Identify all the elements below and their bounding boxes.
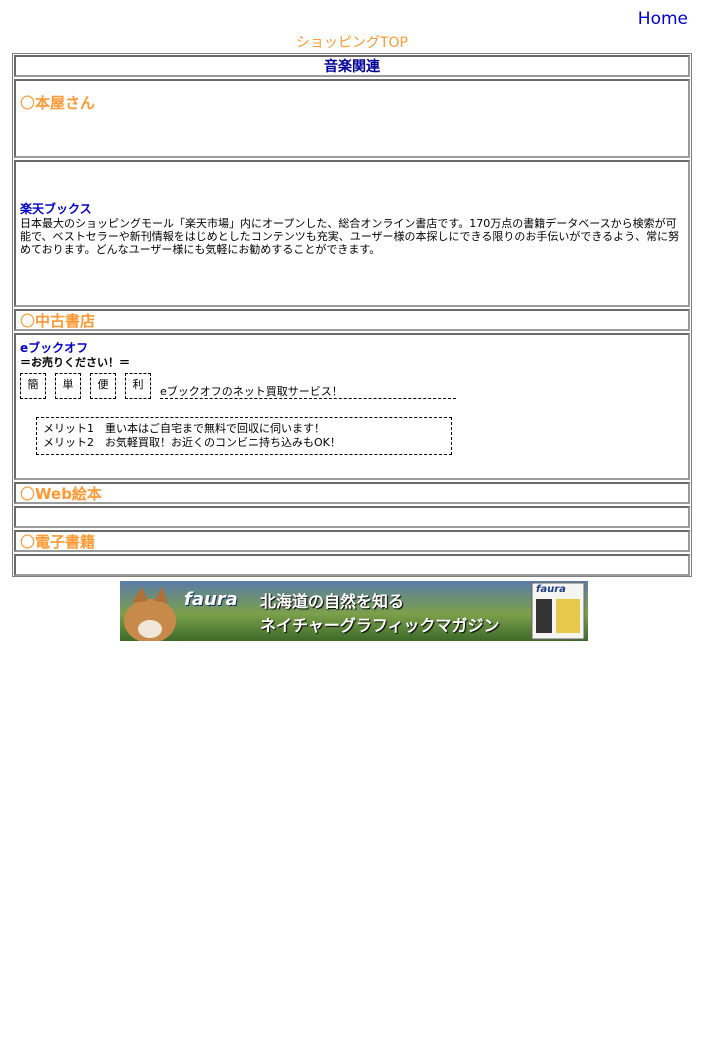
feature-box-convenient: 便 xyxy=(90,373,116,399)
home-link[interactable]: Home xyxy=(637,9,688,29)
web-picture-books-section-cell: 〇Web絵本 xyxy=(14,482,690,504)
content-table: 音楽関連 〇本屋さん 楽天ブックス 日本最大のショッピングモール「楽天市場」内に… xyxy=(12,53,692,577)
used-books-section-title: 〇中古書店 xyxy=(16,311,688,331)
banner-background xyxy=(124,582,585,641)
circle-marker-icon: 〇 xyxy=(20,94,36,112)
ebookoff-link[interactable]: eブックオフ xyxy=(20,341,89,355)
ebooks-content-cell xyxy=(14,554,690,576)
ebookoff-service-text: eブックオフのネット買取サービス！ xyxy=(160,385,456,399)
bookstore-section-title: 〇本屋さん xyxy=(16,93,688,113)
feature-box-easy: 単 xyxy=(55,373,81,399)
category-header-cell: 音楽関連 xyxy=(14,55,690,77)
bookstore-section-cell: 〇本屋さん xyxy=(14,79,690,158)
feature-boxes: 簡単便利 eブックオフのネット買取サービス！ xyxy=(20,373,688,399)
faura-banner-ad[interactable]: faura 北海道の自然を知る ネイチャーグラフィックマガジン faura xyxy=(120,581,588,641)
category-title: 音楽関連 xyxy=(324,59,380,75)
rakuten-cell: 楽天ブックス 日本最大のショッピングモール「楽天市場」内にオープンした、総合オン… xyxy=(14,160,690,307)
section-title-text: 中古書店 xyxy=(35,312,96,330)
magazine-logo: faura xyxy=(536,584,566,595)
circle-marker-icon: 〇 xyxy=(20,533,36,551)
merit-1: メリット1 重い本はご自宅まで無料で回収に伺います！ xyxy=(43,422,325,435)
merit-2: メリット2 お気軽買取！お近くのコンビニ持ち込みもOK！ xyxy=(43,436,341,449)
rakuten-books-link[interactable]: 楽天ブックス xyxy=(20,202,92,216)
ebooks-section-cell: 〇電子書籍 xyxy=(14,530,690,552)
merits-box: メリット1 重い本はご自宅まで無料で回収に伺います！ メリット2 お気軽買取！お… xyxy=(36,417,452,455)
section-title-text: 電子書籍 xyxy=(35,533,96,551)
feature-box-benefit: 利 xyxy=(125,373,151,399)
ebooks-section-title: 〇電子書籍 xyxy=(16,532,688,552)
ebookoff-tagline: ＝お売りください！＝ xyxy=(20,356,130,369)
web-picture-books-section-title: 〇Web絵本 xyxy=(16,484,688,504)
faura-logo: faura xyxy=(184,589,238,610)
feature-box-simple: 簡 xyxy=(20,373,46,399)
used-books-section-cell: 〇中古書店 xyxy=(14,309,690,331)
ebookoff-cell: eブックオフ ＝お売りください！＝ 簡単便利eブックオフのネット買取サービス！ … xyxy=(14,333,690,480)
circle-marker-icon: 〇 xyxy=(20,485,36,503)
shopping-top-link[interactable]: ショッピングTOP xyxy=(295,35,408,51)
banner-line-2: ネイチャーグラフィックマガジン xyxy=(260,616,500,635)
banner-line-1: 北海道の自然を知る xyxy=(260,592,405,611)
rakuten-description: 日本最大のショッピングモール「楽天市場」内にオープンした、総合オンライン書店です… xyxy=(20,217,680,256)
web-picture-books-content-cell xyxy=(14,506,690,528)
circle-marker-icon: 〇 xyxy=(20,312,36,330)
section-title-text: 本屋さん xyxy=(35,94,96,112)
section-title-text: Web絵本 xyxy=(35,485,102,503)
